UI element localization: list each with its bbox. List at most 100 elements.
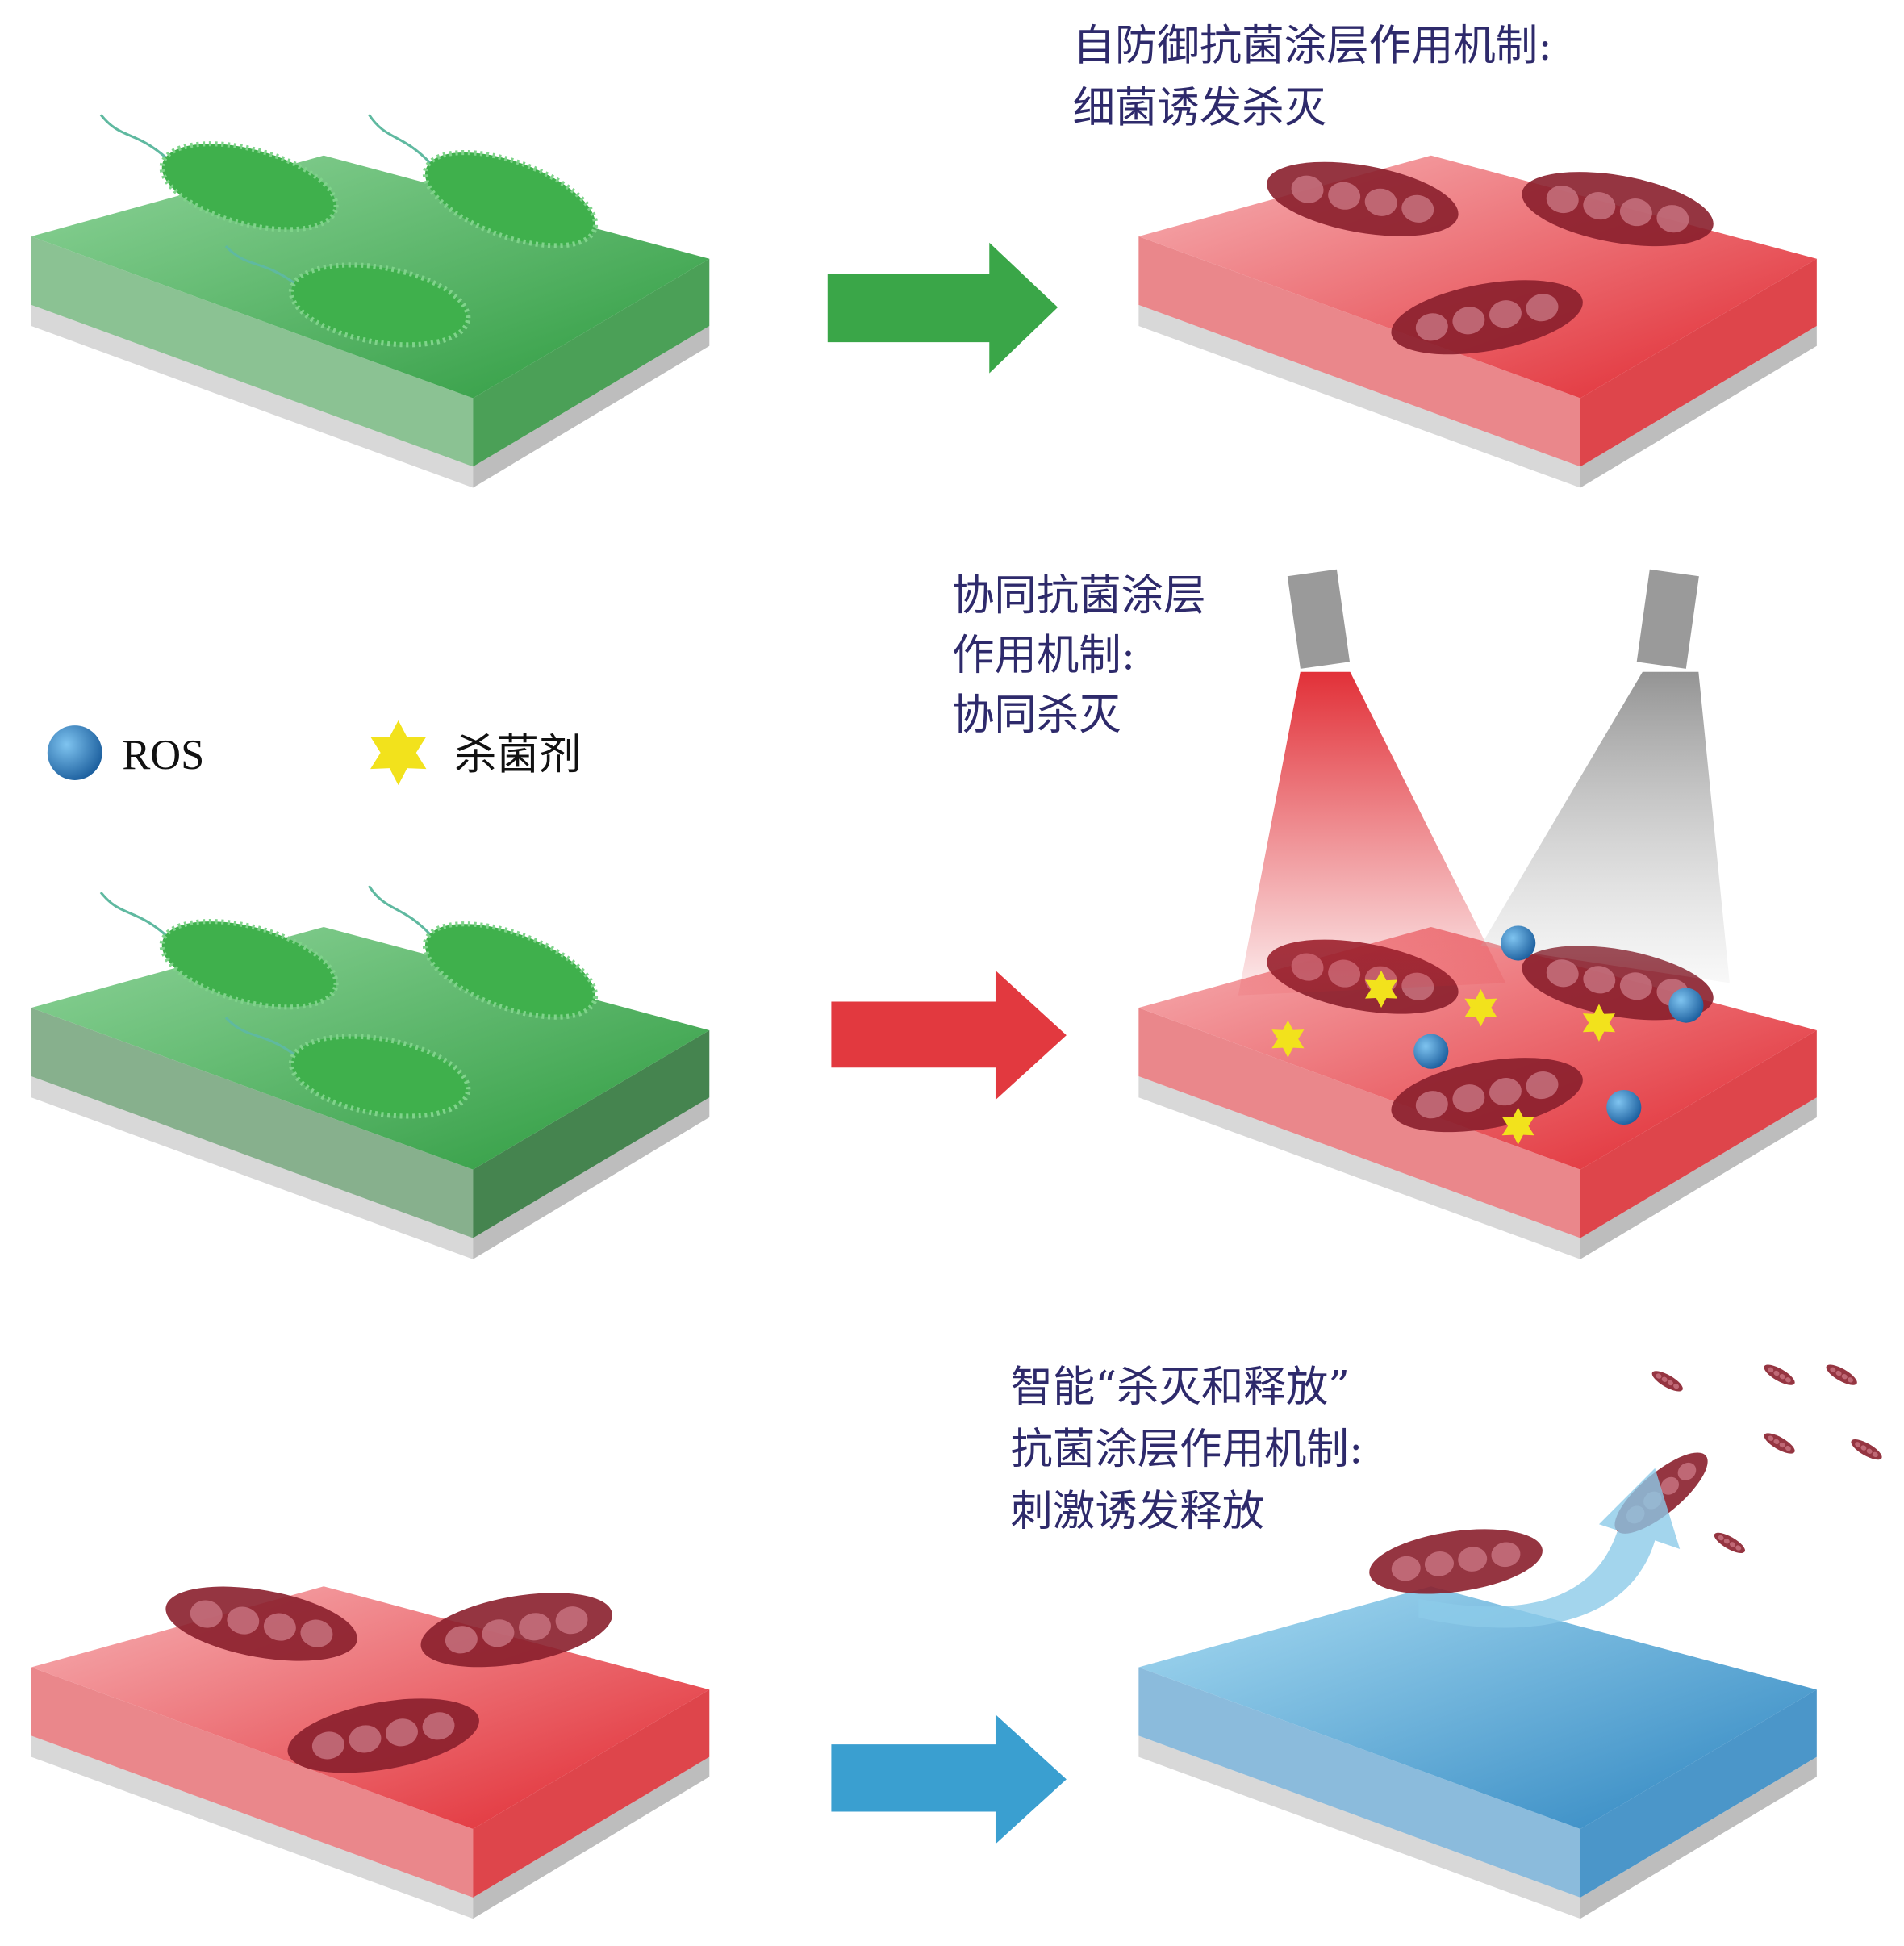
membrane-hole [349,1725,382,1753]
membrane-hole [1526,1071,1559,1100]
live-bacterium [368,885,599,1020]
bactericide-star [1501,1107,1534,1145]
caption-line: 协同杀灭 [952,691,1121,740]
membrane-hole [1452,1084,1485,1113]
arrow-green [827,242,1058,374]
membrane-hole [1768,1435,1774,1441]
live-bacterium [224,1017,471,1119]
bactericide-star [1582,1004,1615,1042]
membrane-hole [1779,1442,1785,1448]
ros-legend-icon [47,725,102,780]
membrane-hole [1779,1374,1785,1380]
membrane-hole [445,1626,478,1654]
bacterium-body [1651,1371,1683,1392]
bactericide-star [1365,970,1398,1008]
caption-kill-release: 智能“杀灭和释放” 抗菌涂层作用机制: 刺激诱发释放 [1010,1363,1363,1536]
membrane-hole [190,1600,223,1628]
bacterium-body [159,918,339,1010]
membrane-hole [1835,1370,1842,1376]
membrane-hole [1452,307,1485,335]
dead-bacterium [1369,1529,1543,1594]
arrow-blue [831,1714,1067,1844]
membrane-hole [555,1606,588,1635]
membrane-hole [1841,1374,1848,1380]
membrane-hole [1583,966,1616,994]
membrane-hole [1673,1383,1680,1389]
slab-side-right [1580,1689,1817,1898]
bacterium-body [422,921,599,1020]
membrane-hole [1730,1542,1735,1547]
membrane-hole [1785,1377,1791,1383]
bactericide-star [1271,1020,1305,1058]
slab-base-right [1580,1097,1817,1259]
membrane-hole [1489,300,1522,328]
dead-bacterium [1764,1364,1795,1385]
slab-base-right [473,1756,710,1919]
caption-line: 作用机制: [952,631,1135,680]
slab-side-right [1580,258,1817,467]
membrane-hole [1619,198,1652,227]
membrane-hole [1735,1545,1742,1551]
bacterium-body [1764,1433,1795,1454]
dead-bacterium [420,1593,612,1668]
membrane-hole [311,1731,344,1760]
membrane-hole [1785,1445,1791,1451]
membrane-hole [1667,1380,1673,1386]
membrane-hole [1546,959,1579,988]
membrane-hole [1526,294,1559,322]
live-bacterium [99,892,339,1010]
flagellum [368,114,432,165]
membrane-hole [1660,1476,1679,1495]
membrane-hole [1860,1445,1867,1451]
membrane-hole [1773,1370,1780,1376]
membrane-hole [300,1619,333,1647]
caption-line: 自防御抗菌涂层作用机制: [1073,21,1552,70]
dead-bacterium [1651,1371,1683,1392]
slab-blue [1138,1586,1817,1919]
light-source-red [1238,569,1506,996]
slab-side-right [473,258,710,467]
live-bacterium [99,114,339,232]
slab-base-left [31,1735,474,1919]
bacterium-body [422,149,599,248]
ros-particle [1413,1034,1449,1069]
membrane-hole [1415,313,1448,341]
caption-self-defense: 自防御抗菌涂层作用机制: 细菌诱发杀灭 [1073,21,1552,132]
bactericide-legend-icon [370,720,427,786]
membrane-hole [1718,1535,1724,1541]
slab-base-right [1580,1756,1817,1919]
slab-side-right [1580,1029,1817,1238]
membrane-hole [1656,205,1689,233]
caption-line: 刺激诱发释放 [1010,1487,1264,1536]
membrane-hole [482,1619,515,1647]
bacterium-body [1369,1529,1543,1594]
membrane-hole [1415,1091,1448,1119]
flagellum [99,114,168,160]
membrane-hole [1723,1539,1730,1544]
membrane-hole [519,1613,551,1641]
slab-base-left [1138,1076,1580,1259]
membrane-hole [1328,182,1361,210]
caption-line: 抗菌涂层作用机制: [1010,1425,1363,1474]
caption-synergistic: 协同抗菌涂层 作用机制: 协同杀灭 [952,571,1206,740]
membrane-hole [263,1613,296,1641]
membrane-hole [1677,1462,1697,1480]
slab-side-left [31,236,474,467]
dead-bacterium [1522,172,1714,247]
arrow-red [831,970,1067,1100]
ros-particle [1606,1089,1642,1125]
bacterium-body [1826,1364,1857,1385]
slab-side-left [1138,1667,1580,1898]
ros-particle [1668,988,1704,1023]
membrane-hole [1491,1542,1521,1568]
membrane-hole [1830,1367,1836,1373]
bactericide-star [1464,989,1497,1027]
membrane-hole [1872,1451,1878,1458]
bacterium-body [288,1034,471,1119]
dead-bacterium [165,1586,357,1661]
ros-and-bactericide-particles [1271,925,1704,1145]
flagellum [224,1017,296,1056]
flagellum [368,885,432,936]
live-bacterium [368,114,599,248]
bacterium-body [1851,1439,1882,1460]
